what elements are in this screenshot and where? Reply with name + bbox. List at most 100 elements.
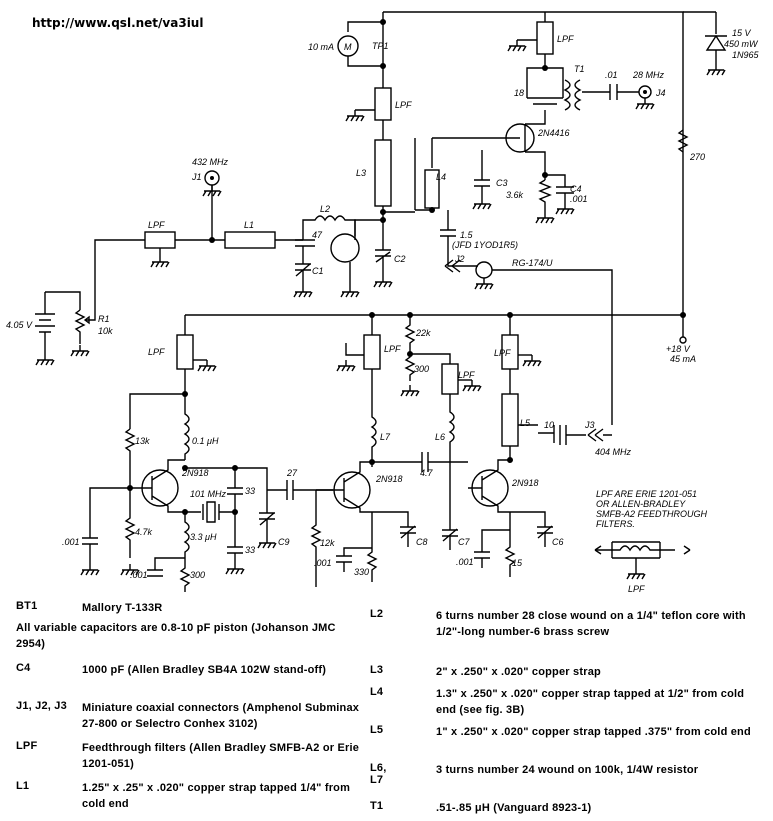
part-desc: 1.25" x .25" x .020" copper strap tapped…: [82, 782, 351, 810]
part-desc: .51-.85 μH (Vanguard 8923-1): [436, 802, 592, 814]
schematic-label: 2N918: [181, 468, 209, 478]
schematic-label: LPF: [557, 34, 574, 44]
note-line3: SMFB-A2 FEEDTHROUGH: [596, 509, 708, 519]
crystal-101mhz: [185, 501, 233, 523]
schematic-label: 28 MHz: [632, 70, 665, 80]
part-desc: 6 turns number 28 close wound on a 1/4" …: [436, 610, 746, 638]
part-ref: LPF: [16, 740, 38, 752]
part-desc: 3 turns number 24 wound on 100k, 1/4W re…: [436, 764, 699, 776]
part-ref: L4: [370, 686, 384, 698]
zener-part: 1N965: [732, 50, 760, 60]
r270: [677, 129, 689, 153]
schematic-label: 10: [544, 420, 554, 430]
meter-current: 10 mA: [308, 42, 334, 52]
part-desc: 1" x .250" x .020" copper strap tapped .…: [436, 726, 751, 738]
schematic-label: .001: [62, 537, 80, 547]
coax-label: RG-174/U: [512, 258, 553, 268]
l7-coil: [370, 369, 377, 467]
schematic-label: J3: [584, 420, 595, 430]
schematic-label: .001: [456, 557, 474, 567]
schematic-label: C7: [458, 537, 470, 547]
schematic-label: R1: [98, 314, 110, 324]
l5-strap: [501, 393, 519, 447]
lpf-input: [144, 231, 176, 249]
schematic-label: LPF: [628, 584, 645, 594]
schematic-diagram: 15 V 450 mW 1N965 M 10 mA TP1 LPF L3 LPF…: [6, 11, 760, 594]
part-ref: L6, L7: [370, 762, 387, 786]
schematic-label: L2: [320, 204, 330, 214]
part-ref: L5: [370, 724, 384, 736]
part-desc: 2" x .250" x .020" copper strap: [436, 666, 601, 678]
supply-current: 45 mA: [670, 354, 696, 364]
schematic-label: LPF: [384, 344, 401, 354]
part-desc: 1.3" x .250" x .020" copper strap tapped…: [436, 688, 745, 716]
zener-diode: [683, 11, 727, 76]
battery-bt1: [35, 292, 55, 354]
lpf-symbol: LPF: [594, 541, 691, 594]
schematic-label: 300: [414, 364, 429, 374]
schematic-label: 1.5: [460, 230, 474, 240]
part-ref: J1, J2, J3: [16, 700, 67, 712]
supply-voltage: +18 V: [666, 344, 691, 354]
schematic-label: C1: [312, 266, 324, 276]
ind-3.3uh: [183, 512, 190, 558]
t1-transformer: [563, 79, 582, 111]
schematic-label: L3: [356, 168, 366, 178]
note-line1: LPF ARE ERIE 1201-051: [596, 489, 697, 499]
part-ref: L3: [370, 664, 384, 676]
schematic-label: L5: [520, 418, 531, 428]
schematic-label: C9: [278, 537, 290, 547]
schematic-label: .01: [605, 70, 618, 80]
schematic-label: LPF: [148, 220, 165, 230]
parts-list-left: BT1 Mallory T-133R All variable capacito…: [0, 600, 370, 821]
l2-coil: [302, 215, 356, 240]
schematic-label: 2N918: [375, 474, 403, 484]
schematic-label: 13k: [135, 436, 150, 446]
lpf-stage2: [363, 334, 381, 370]
note-line4: FILTERS.: [596, 519, 635, 529]
schematic-label: .001: [130, 570, 148, 580]
schematic-label: 432 MHz: [192, 157, 229, 167]
schematic-label: .001: [314, 558, 332, 568]
lpf-osc: [176, 334, 194, 370]
lpf-fet: [536, 21, 554, 55]
part-desc: Feedthrough filters (Allen Bradley SMFB-…: [82, 742, 360, 770]
schematic-label: T1: [574, 64, 585, 74]
schematic-label: LPF: [395, 100, 412, 110]
schematic-label: J4: [655, 88, 666, 98]
part-ref: L2: [370, 608, 384, 620]
part-desc: Miniature coaxial connectors (Amphenol S…: [82, 702, 360, 730]
schematic-label: C3: [496, 178, 508, 188]
schematic-label: (JFD 1YOD1R5): [452, 240, 518, 250]
part-ref: L1: [16, 780, 30, 792]
schematic-label: C6: [552, 537, 564, 547]
part-desc: 1000 pF (Allen Bradley SB4A 102W stand-o…: [82, 664, 327, 676]
schematic-label: LPF: [148, 347, 165, 357]
schematic-label: 12k: [320, 538, 335, 548]
schematic-label: LPF: [494, 348, 511, 358]
schematic-label: 2N918: [511, 478, 539, 488]
schematic-label: 27: [286, 468, 298, 478]
tp1-label: TP1: [372, 41, 389, 51]
schematic-label: 330: [354, 567, 369, 577]
schematic-label: 3.3 μH: [190, 532, 217, 542]
schematic-label: J1: [191, 172, 202, 182]
schematic-label: 22k: [415, 328, 431, 338]
note-line2: OR ALLEN-BRADLEY: [596, 499, 686, 509]
lpf-top: [374, 87, 392, 121]
schematic-label: L4: [436, 172, 446, 182]
r1-pot: [74, 309, 86, 344]
schematic-label: 2N4416: [537, 128, 570, 138]
parts-list-right: L2 6 turns number 28 close wound on a 1/…: [370, 600, 773, 821]
schematic-label: 33: [245, 545, 255, 555]
source-url: http://www.qsl.net/va3iul: [32, 16, 204, 30]
schematic-label: .001: [570, 194, 588, 204]
parts-list: BT1 Mallory T-133R All variable capacito…: [0, 600, 773, 821]
lpf-stage3-bias: [441, 363, 459, 395]
l3-strap: [374, 139, 392, 207]
schematic-label: 101 MHz: [190, 489, 227, 499]
l6-coil: [448, 394, 455, 462]
schematic-label: C4: [570, 184, 582, 194]
ind-0.1uh: [183, 394, 190, 460]
schematic-label: 270: [689, 152, 705, 162]
